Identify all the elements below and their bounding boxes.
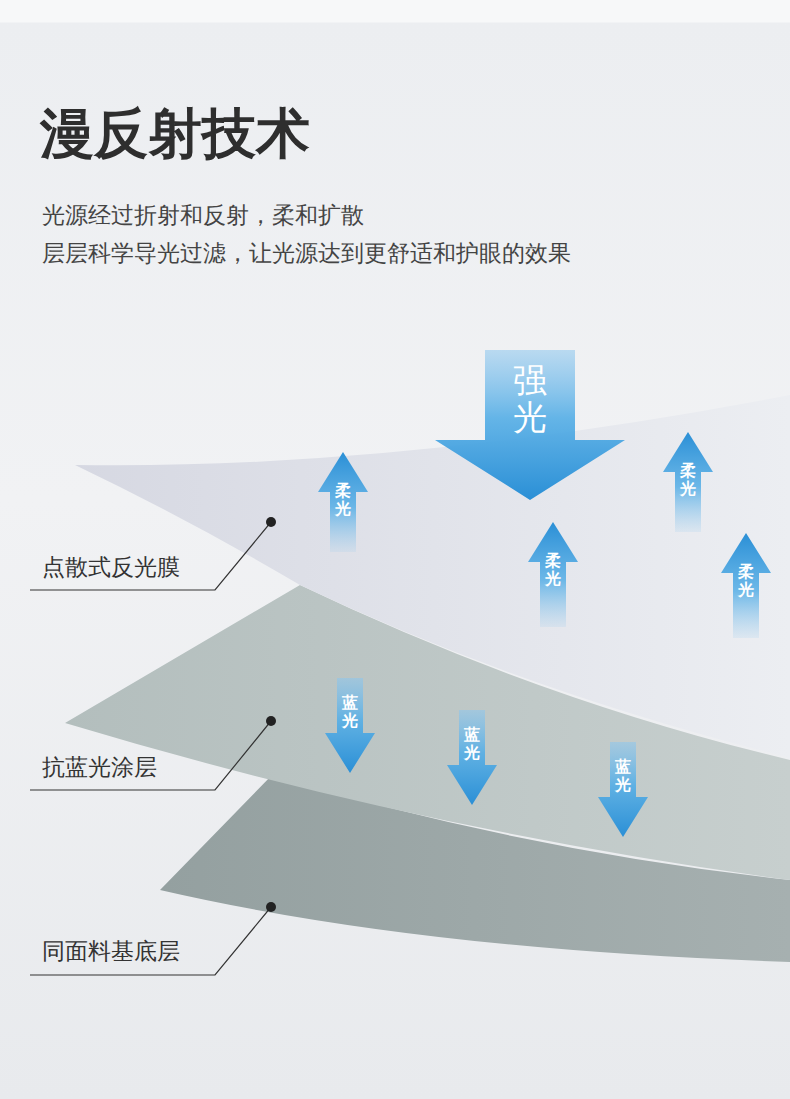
soft-light-arrow: 柔光 — [528, 522, 578, 627]
reflective-film-layer — [75, 395, 790, 758]
leader-dots — [266, 517, 276, 912]
soft-light-arrow: 柔光 — [318, 452, 368, 552]
layer-label: 点散式反光膜 — [42, 552, 180, 583]
subtitle-line: 光源经过折射和反射，柔和扩散 — [42, 200, 364, 231]
soft-light-arrow: 柔光 — [721, 533, 771, 638]
leader-lines — [30, 522, 271, 975]
blue-light-arrow: 蓝光 — [325, 678, 375, 773]
arrow-label: 蓝光 — [342, 694, 358, 729]
arrow-label: 蓝光 — [615, 758, 631, 793]
blue-light-arrow: 蓝光 — [447, 710, 497, 805]
arrow-label: 柔光 — [335, 482, 351, 517]
subtitle-line: 层层科学导光过滤，让光源达到更舒适和护眼的效果 — [42, 238, 571, 269]
arrow-label: 柔光 — [738, 563, 754, 598]
soft-light-arrow: 柔光 — [663, 432, 713, 532]
arrow-label: 强光 — [513, 362, 547, 437]
arrow-label: 蓝光 — [464, 726, 480, 761]
blue-light-arrow: 蓝光 — [598, 742, 648, 837]
layer-label: 同面料基底层 — [42, 936, 180, 967]
layer-label: 抗蓝光涂层 — [42, 752, 157, 783]
arrow-label: 柔光 — [545, 552, 561, 587]
page-title: 漫反射技术 — [40, 98, 310, 171]
arrow-label: 柔光 — [680, 462, 696, 497]
strong-light-arrow: 强光 — [435, 350, 625, 500]
